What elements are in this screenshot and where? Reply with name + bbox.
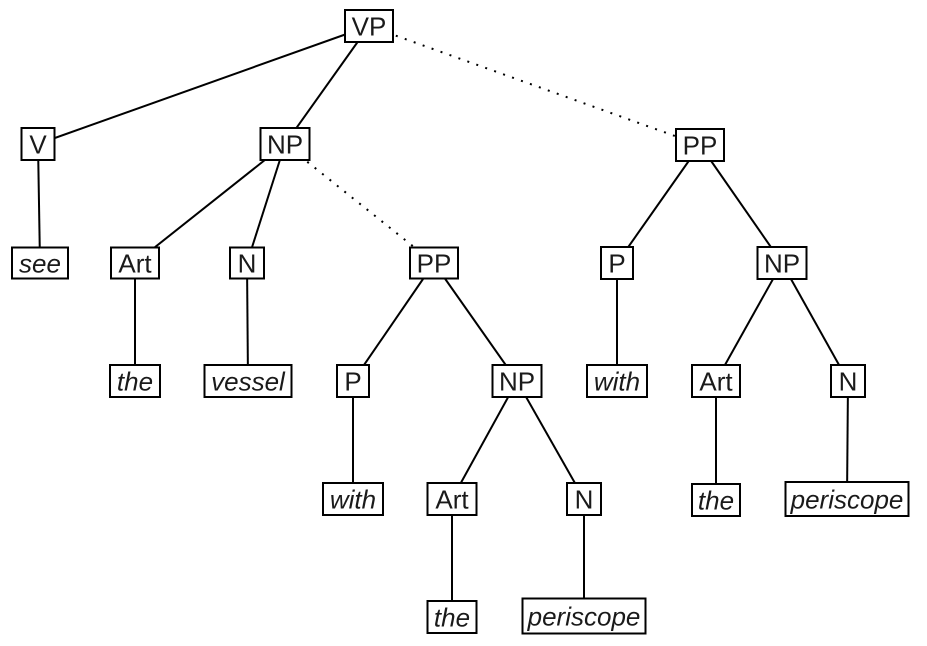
tree-node-label-vp: VP	[352, 11, 387, 41]
tree-edge-np2r-n2r	[781, 262, 849, 382]
tree-node-label-np2r: NP	[764, 248, 800, 278]
tree-edge-pp1-npm	[433, 262, 518, 382]
tree-node-art1: Art	[110, 246, 160, 280]
tree-node-box-periscope2m	[521, 597, 647, 635]
tree-node-n1: N	[229, 246, 265, 280]
tree-node-box-the1	[109, 364, 161, 398]
tree-node-p1: P	[336, 364, 370, 398]
tree-node-art2r: Art	[691, 364, 741, 398]
tree-node-v: V	[20, 127, 56, 161]
tree-node-box-pp2	[675, 128, 725, 162]
tree-node-box-npm	[491, 364, 543, 398]
tree-node-art2m: Art	[426, 482, 478, 516]
tree-node-box-the2r	[691, 483, 741, 517]
tree-node-box-np2r	[756, 246, 808, 280]
tree-node-the1: the	[109, 364, 161, 398]
tree-node-label-see: see	[19, 248, 61, 278]
tree-node-n2r: N	[830, 364, 866, 398]
tree-node-box-v	[20, 127, 56, 161]
tree-node-box-see	[11, 246, 69, 280]
tree-node-label-the1: the	[117, 366, 153, 396]
tree-node-label-art2r: Art	[699, 366, 733, 396]
tree-node-periscope2m: periscope	[521, 597, 647, 635]
tree-node-with2: with	[586, 364, 648, 398]
tree-node-np2r: NP	[756, 246, 808, 280]
tree-node-label-n2m: N	[575, 484, 594, 514]
tree-node-box-np1	[259, 127, 311, 161]
tree-node-box-p2	[600, 246, 634, 280]
tree-edge-np1-n1	[246, 143, 286, 264]
tree-node-label-pp1: PP	[417, 248, 452, 278]
tree-node-vessel: vessel	[203, 364, 293, 398]
tree-node-n2m: N	[566, 482, 602, 516]
tree-node-the2m: the	[426, 600, 478, 634]
tree-node-label-the2m: the	[434, 602, 470, 632]
tree-edge-np2r-art2r	[715, 262, 783, 382]
tree-node-label-with1: with	[330, 484, 376, 514]
tree-node-label-periscope2r: periscope	[790, 484, 904, 514]
tree-node-label-n1: N	[238, 248, 257, 278]
tree-node-label-v: V	[29, 129, 47, 159]
tree-node-see: see	[11, 246, 69, 280]
tree-node-label-p2: P	[608, 248, 625, 278]
tree-edge-vp-pp2	[368, 25, 701, 146]
tree-edge-vp-v	[37, 25, 370, 145]
tree-node-label-vessel: vessel	[211, 366, 286, 396]
tree-edge-n1-vessel	[246, 262, 249, 382]
tree-edge-pp1-p1	[352, 262, 435, 382]
tree-node-label-with2: with	[594, 366, 640, 396]
tree-node-box-art2m	[426, 482, 478, 516]
tree-node-label-npm: NP	[499, 366, 535, 396]
tree-edge-np1-pp1	[284, 143, 435, 264]
tree-node-box-art2r	[691, 364, 741, 398]
tree-node-the2r: the	[691, 483, 741, 517]
tree-edge-v-see	[37, 143, 41, 264]
tree-node-label-n2r: N	[839, 366, 858, 396]
tree-node-label-the2r: the	[698, 485, 734, 515]
tree-node-label-p1: P	[344, 366, 361, 396]
tree-edge-n2r-periscope2r	[846, 380, 849, 500]
tree-node-pp2: PP	[675, 128, 725, 162]
tree-edge-pp2-p2	[616, 144, 701, 264]
tree-edge-pp2-np2r	[699, 144, 783, 264]
tree-node-box-n2r	[830, 364, 866, 398]
tree-node-label-periscope2m: periscope	[527, 601, 641, 631]
tree-node-box-p1	[336, 364, 370, 398]
tree-edge-np1-art1	[134, 143, 286, 264]
tree-node-np1: NP	[259, 127, 311, 161]
tree-node-with1: with	[322, 482, 384, 516]
tree-node-box-n2m	[566, 482, 602, 516]
tree-node-box-with2	[586, 364, 648, 398]
tree-node-label-art1: Art	[118, 248, 152, 278]
tree-node-p2: P	[600, 246, 634, 280]
tree-node-box-with1	[322, 482, 384, 516]
tree-edge-vp-np1	[284, 25, 370, 145]
tree-node-label-pp2: PP	[683, 130, 718, 160]
tree-node-box-n1	[229, 246, 265, 280]
tree-node-box-periscope2r	[784, 481, 910, 517]
tree-edge-npm-n2m	[516, 380, 585, 500]
tree-node-box-the2m	[426, 600, 478, 634]
tree-node-vp: VP	[344, 9, 394, 43]
tree-node-periscope2r: periscope	[784, 481, 910, 517]
tree-edges-layer	[37, 25, 849, 617]
tree-node-label-art2m: Art	[435, 484, 469, 514]
tree-node-label-np1: NP	[267, 129, 303, 159]
tree-node-box-vessel	[203, 364, 293, 398]
tree-node-box-art1	[110, 246, 160, 280]
tree-node-npm: NP	[491, 364, 543, 398]
tree-node-box-vp	[344, 9, 394, 43]
tree-edge-npm-art2m	[451, 380, 518, 500]
tree-node-box-pp1	[409, 246, 459, 280]
tree-node-pp1: PP	[409, 246, 459, 280]
